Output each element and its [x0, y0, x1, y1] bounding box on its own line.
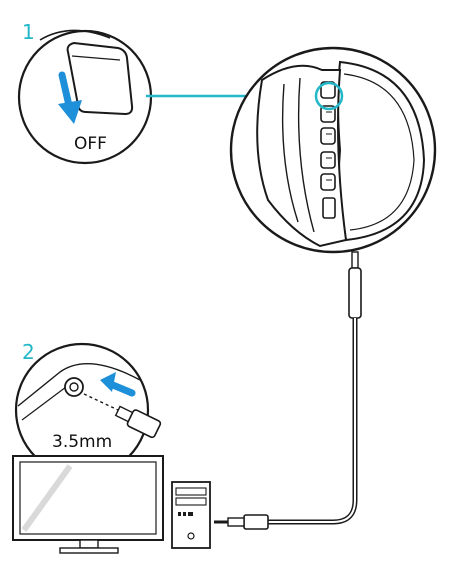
- headset-cable: [214, 251, 362, 530]
- switch-highlight-ring: [314, 81, 344, 111]
- g2-button: [320, 127, 336, 145]
- monitor-icon: [12, 455, 164, 554]
- mute-button: [320, 151, 336, 169]
- step-2-caption: 3.5mm: [52, 432, 113, 452]
- step-1-number: 1: [22, 20, 35, 44]
- insert-arrow-icon: [100, 372, 136, 397]
- jack-insertion-detail: [14, 342, 162, 478]
- power-switch: [66, 41, 134, 116]
- switch-off-arrow-icon: [58, 71, 82, 124]
- pc-tower-icon: [171, 481, 211, 549]
- g1-button: [320, 173, 336, 191]
- step-1-caption: OFF: [74, 134, 107, 154]
- headset-earcup-detail: [229, 46, 437, 254]
- audio-plug-icon: [114, 405, 162, 439]
- usb-port: [322, 197, 336, 219]
- power-switch-detail: [17, 29, 153, 165]
- step-2-number: 2: [22, 340, 35, 364]
